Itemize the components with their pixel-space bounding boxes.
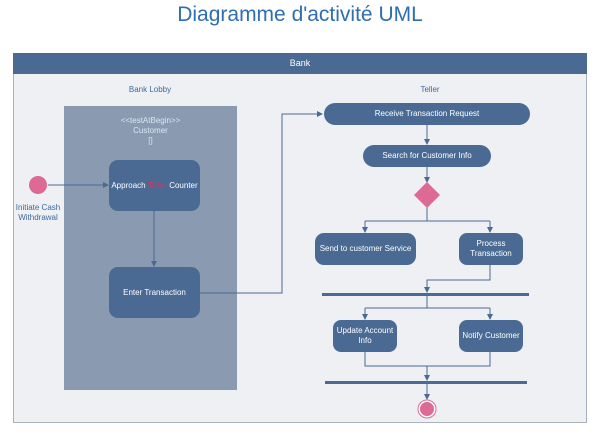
- action-update-account-info[interactable]: Update Account Info: [333, 320, 397, 352]
- edge-update-join: [364, 352, 430, 381]
- partition-stereotype: <<testAtBegin>>: [120, 116, 181, 125]
- partition-label: <<testAtBegin>> Customer []: [64, 116, 237, 146]
- final-node: [420, 402, 434, 416]
- decision-node: [414, 182, 440, 208]
- lane-label-teller: Teller: [420, 85, 440, 94]
- initial-node-label: Initiate Cash Withdrawal: [15, 203, 61, 222]
- customer-partition: [64, 106, 237, 390]
- join-bar: [325, 381, 527, 384]
- edge-notify-join: [427, 352, 491, 367]
- page-title: Diagramme d'activité UML: [177, 3, 423, 26]
- action-enter-transaction[interactable]: Enter Transaction: [109, 267, 200, 318]
- action-process-transaction[interactable]: Process Transaction: [459, 233, 523, 265]
- lane-label-bank-lobby: Bank Lobby: [128, 85, 172, 94]
- action-search-customer-info[interactable]: Search for Customer Info: [363, 145, 491, 167]
- fork-bar: [322, 293, 529, 296]
- action-notify-customer[interactable]: Notify Customer: [459, 320, 523, 352]
- edge-enter-receive: [199, 111, 323, 294]
- edge-process-fork: [424, 265, 491, 293]
- initial-node: [29, 176, 47, 194]
- action-approach-teller-counter[interactable]: Approach Teller Counter: [109, 160, 200, 211]
- action-receive-transaction-request[interactable]: Receive Transaction Request: [324, 103, 530, 125]
- partition-extra: []: [148, 136, 153, 145]
- action-send-to-customer-service[interactable]: Send to customer Service: [315, 233, 416, 265]
- frame-title: Bank: [13, 53, 587, 74]
- partition-name: Customer: [133, 126, 168, 135]
